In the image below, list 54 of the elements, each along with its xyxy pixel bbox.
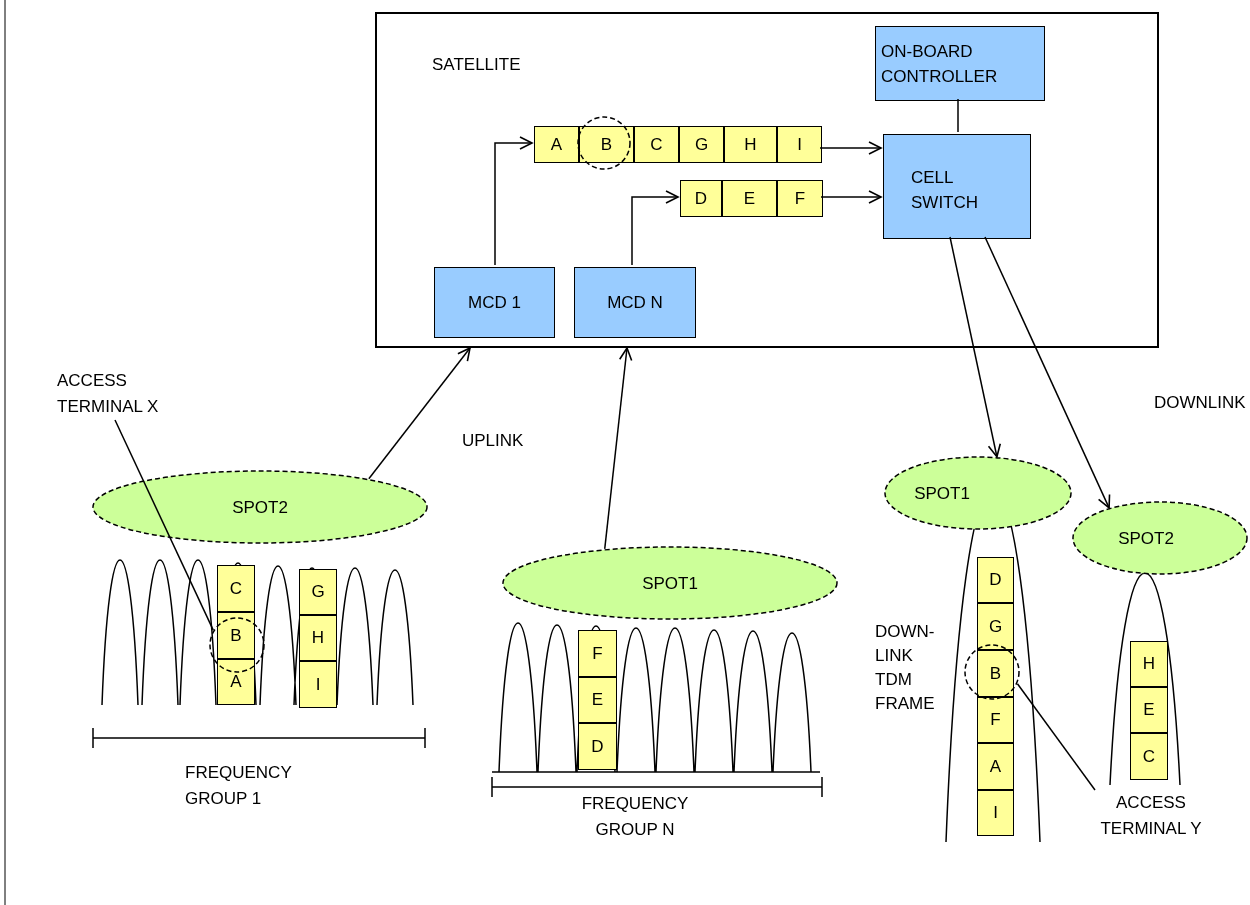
packet-slot: I — [299, 661, 337, 708]
packet-slot: H — [299, 615, 337, 661]
arrow — [494, 136, 533, 266]
module-box: MCD 1 — [434, 267, 555, 338]
packet-slot: G — [977, 603, 1014, 650]
packet-slot: C — [217, 565, 255, 612]
packet-slot: F — [578, 630, 617, 677]
text-label: UPLINK — [462, 430, 524, 452]
packet-slot: E — [578, 677, 617, 723]
satellite-frame — [375, 12, 1159, 348]
text-label: DOWN- LINK TDM FRAME — [875, 621, 935, 715]
arrow — [819, 141, 882, 155]
terminal-label: ACCESS TERMINAL Y — [1086, 790, 1216, 842]
text-label: FREQUENCY GROUP 1 — [185, 762, 293, 810]
frame-title: SATELLITE — [432, 54, 521, 76]
spot-label: SPOT2 — [232, 496, 288, 519]
packet-slot: I — [977, 790, 1014, 836]
spot-label: SPOT1 — [642, 572, 698, 595]
arrow — [820, 190, 882, 204]
module-box: CELL SWITCH — [883, 134, 1031, 239]
packet-slot: A — [534, 126, 579, 163]
leader-line — [114, 419, 214, 631]
connector-line — [957, 98, 959, 133]
terminal-label: ACCESS TERMINAL X — [57, 368, 177, 420]
packet-slot: I — [777, 126, 822, 163]
packet-slot: C — [1130, 733, 1168, 780]
packet-slot: E — [1130, 687, 1168, 733]
module-box: MCD N — [574, 267, 696, 338]
packet-slot: H — [1130, 641, 1168, 687]
packet-slot: C — [634, 126, 679, 163]
arrow — [631, 190, 679, 266]
packet-slot: D — [578, 723, 617, 770]
spot-label: SPOT1 — [914, 482, 970, 505]
arrow — [368, 347, 471, 480]
packet-slot: F — [977, 697, 1014, 743]
text-label: DOWNLINK — [1154, 392, 1246, 414]
packet-slot: H — [724, 126, 777, 163]
packet-slot: D — [680, 180, 722, 217]
module-box: ON-BOARD CONTROLLER — [875, 26, 1045, 101]
arrow — [949, 236, 1002, 458]
packet-slot: G — [299, 569, 337, 615]
arrow — [604, 347, 633, 550]
packet-slot: G — [679, 126, 724, 163]
packet-slot: D — [977, 557, 1014, 603]
arrow — [984, 236, 1111, 509]
packet-slot: B — [579, 126, 634, 163]
packet-slot: E — [722, 180, 777, 217]
packet-slot: F — [777, 180, 823, 217]
packet-slot: A — [977, 743, 1014, 790]
spot-label: SPOT2 — [1118, 527, 1174, 550]
packet-slot: A — [217, 659, 255, 705]
packet-slot: B — [217, 612, 255, 659]
text-label: FREQUENCY GROUP N — [580, 793, 690, 841]
leader-line — [1016, 683, 1096, 791]
